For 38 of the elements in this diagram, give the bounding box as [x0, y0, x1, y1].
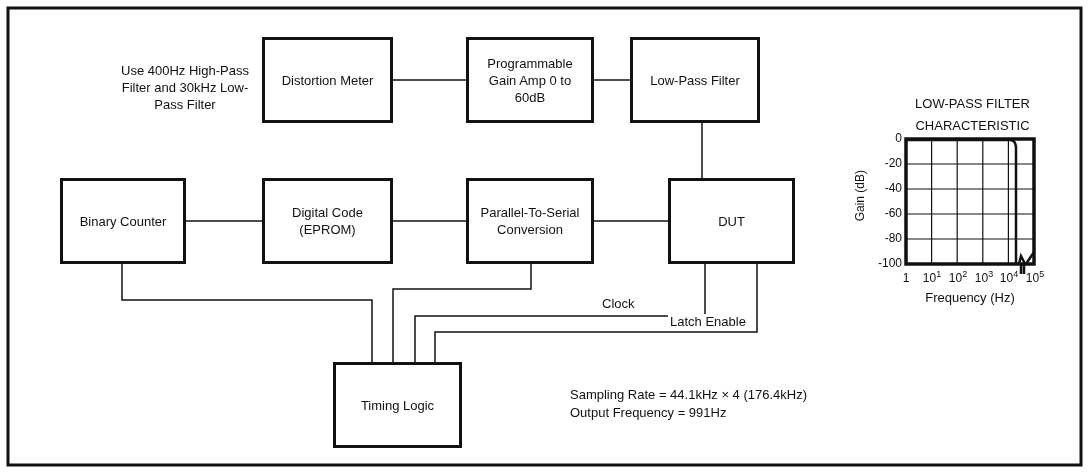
connector-line	[392, 79, 467, 81]
block-box: Timing Logic	[333, 362, 462, 448]
axis-tick-label: -40	[883, 180, 902, 197]
block-box: Binary Counter	[60, 178, 186, 264]
connector-line	[701, 122, 703, 179]
axis-tick-label: 10$^{3}$	[973, 270, 995, 287]
connector-line	[593, 220, 669, 222]
axis-tick-label: -100	[876, 255, 902, 272]
block-box: Parallel-To-Serial Conversion	[466, 178, 594, 264]
connector-line	[392, 263, 532, 363]
connector-line	[185, 220, 263, 222]
axis-title: Frequency (Hz)	[924, 289, 1016, 306]
connector-line	[121, 263, 373, 363]
axis-tick-label: 10$^{1}$	[921, 270, 943, 287]
note-text: Use 400Hz High-Pass Filter and 30kHz Low-Pass Filter	[120, 62, 250, 113]
edge-label: Latch Enable	[668, 314, 748, 329]
axis-tick-label: 0	[894, 130, 902, 147]
axis-title: Gain (dB)	[852, 170, 868, 222]
chart-title: LOW-PASS FILTER CHARACTERISTIC	[914, 95, 1031, 135]
note-text: Output Frequency = 991Hz	[570, 404, 728, 421]
block-box: Programmable Gain Amp 0 to 60dB	[466, 37, 594, 123]
axis-tick-label: 10$^{2}$	[947, 270, 969, 287]
note-text: Sampling Rate = 44.1kHz × 4 (176.4kHz)	[570, 386, 808, 403]
edge-label: Clock	[600, 296, 637, 311]
axis-tick-label: -60	[883, 205, 902, 222]
axis-tick-label: 10$^{4}$	[998, 270, 1020, 287]
axis-tick-label: -20	[883, 155, 902, 172]
axis-tick-label: 10$^{5}$	[1024, 270, 1046, 287]
block-box: Distortion Meter	[262, 37, 393, 123]
block-box: Digital Code (EPROM)	[262, 178, 393, 264]
block-box: DUT	[668, 178, 795, 264]
axis-tick-label: -80	[883, 230, 902, 247]
connector-line	[414, 263, 706, 363]
connector-line	[593, 79, 631, 81]
axis-tick-label: 1	[901, 270, 911, 287]
connector-line	[434, 263, 758, 363]
block-box: Low-Pass Filter	[630, 37, 760, 123]
connector-line	[392, 220, 467, 222]
